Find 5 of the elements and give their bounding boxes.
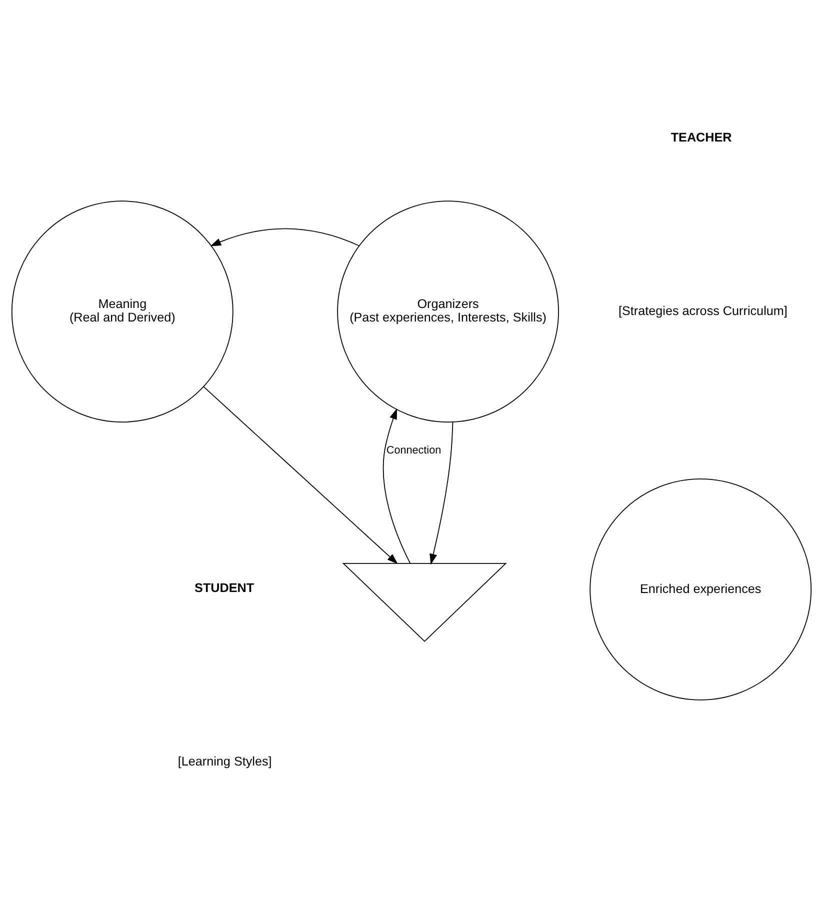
label: STUDENT (194, 580, 254, 594)
label: TEACHER (670, 130, 732, 144)
label: [Learning Styles] (178, 754, 272, 768)
edge-label: Connection (386, 444, 442, 456)
label: [Strategies across Curriculum] (618, 303, 788, 318)
